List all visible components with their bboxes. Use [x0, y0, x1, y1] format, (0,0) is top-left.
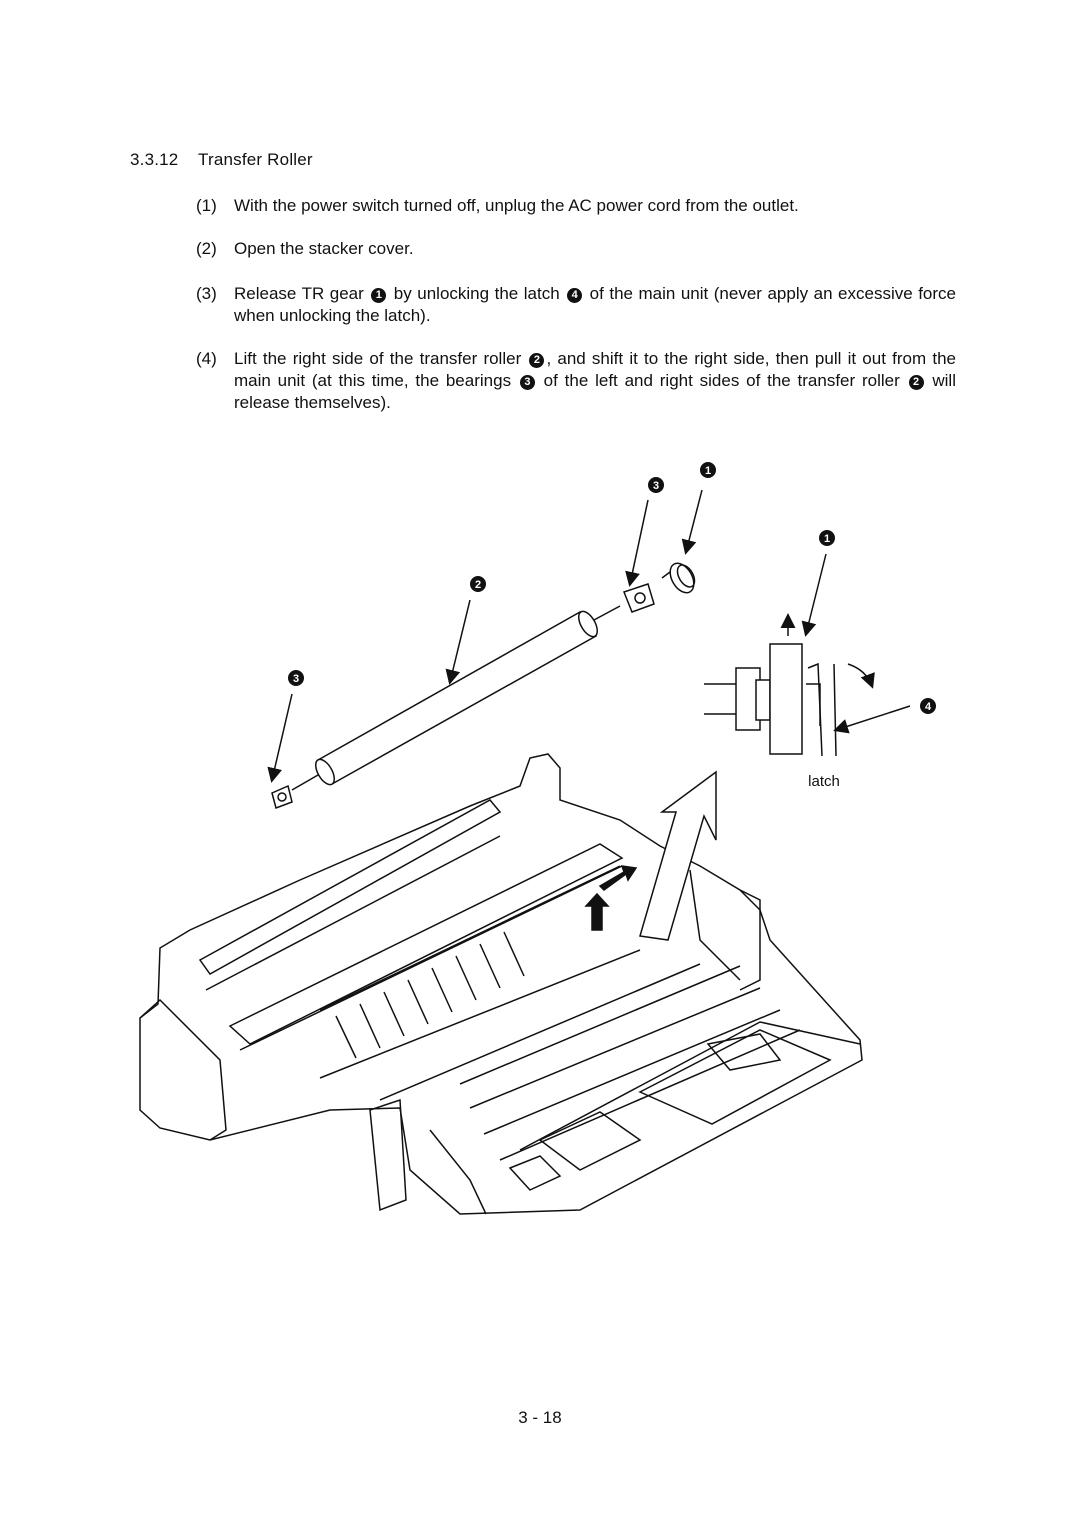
step-text-part: by unlocking the latch — [388, 284, 566, 303]
step-text-part: Lift the right side of the transfer roll… — [234, 349, 528, 368]
step-number: (1) — [196, 196, 217, 215]
transfer-roller-part — [291, 605, 621, 791]
callout-4: 4 — [925, 701, 932, 713]
transfer-roller-diagram: 1 3 1 2 3 4 latch — [139, 462, 936, 1215]
callout-2: 2 — [475, 579, 481, 591]
step-2: (2) Open the stacker cover. — [196, 238, 956, 260]
step-1: (1) With the power switch turned off, un… — [196, 195, 956, 217]
step-text: Lift the right side of the transfer roll… — [234, 348, 956, 414]
section-number: 3.3.12 — [130, 150, 179, 169]
tr-gear-part — [661, 562, 696, 594]
callout-badge-3: 3 — [519, 375, 535, 390]
step-3: (3) Release TR gear 1 by unlocking the l… — [196, 283, 956, 327]
latch-detail-view — [704, 613, 875, 757]
callout-1b: 1 — [824, 533, 830, 545]
callout-1a: 1 — [705, 465, 711, 477]
callout-badge-1: 1 — [371, 288, 387, 303]
step-text-part: of the main unit (never apply an excessi… — [234, 284, 956, 325]
step-text: With the power switch turned off, unplug… — [234, 196, 799, 215]
step-text-part: will release themselves). — [234, 371, 956, 412]
latch-label: latch — [808, 773, 840, 790]
section-title: Transfer Roller — [198, 150, 313, 169]
callout-3b: 3 — [293, 673, 299, 685]
right-bearing-part — [623, 583, 655, 613]
callout-badge-4: 4 — [567, 288, 583, 303]
step-text: Release TR gear 1 by unlocking the latch… — [234, 283, 956, 327]
step-number: (2) — [196, 239, 217, 258]
shift-right-arrow-icon — [598, 865, 638, 891]
callout-3a: 3 — [653, 480, 659, 492]
step-4: (4) Lift the right side of the transfer … — [196, 348, 956, 414]
section-heading: 3.3.12 Transfer Roller — [130, 150, 313, 170]
callout-badge-2: 2 — [529, 353, 545, 368]
printer-main-unit — [139, 753, 863, 1215]
step-text-part: of the left and right sides of the trans… — [536, 371, 907, 390]
lift-arrow-icon — [584, 892, 610, 931]
callout-arrow-icon — [639, 770, 717, 941]
left-bearing-part — [271, 784, 293, 809]
step-text: Open the stacker cover. — [234, 239, 414, 258]
step-number: (3) — [196, 284, 217, 303]
callout-badge-2: 2 — [908, 375, 924, 390]
step-number: (4) — [196, 349, 217, 368]
step-text-part: , and shift it to the right side, then p… — [234, 349, 956, 390]
step-text-part: Release TR gear — [234, 284, 370, 303]
page-number: 3 - 18 — [518, 1408, 562, 1427]
